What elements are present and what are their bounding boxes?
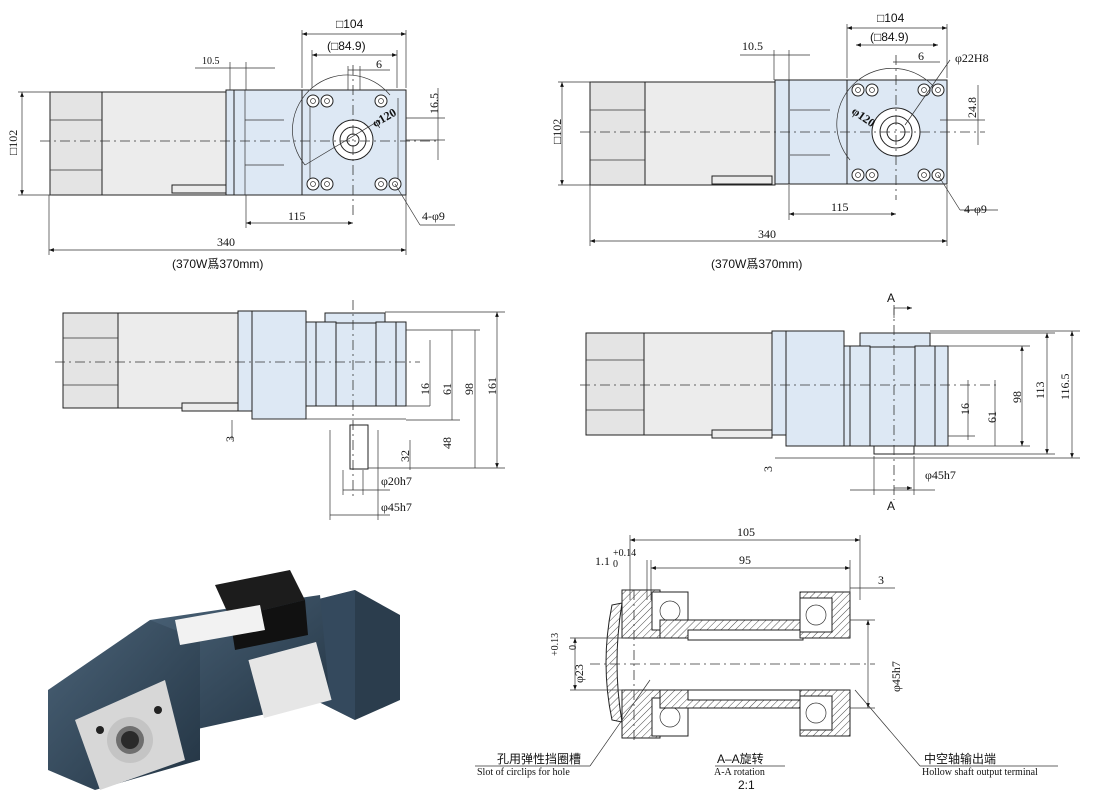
v2-dim-115: 115 bbox=[831, 200, 849, 214]
v1-dim-10-5: 10.5 bbox=[202, 56, 220, 67]
v4-dim-61: 61 bbox=[985, 411, 999, 423]
sec-bore-upper: +0.13 bbox=[550, 633, 561, 656]
v2-square-102: □102 bbox=[550, 119, 564, 144]
sec-groove-upper: +0.14 bbox=[613, 548, 636, 559]
v1-dim-6: 6 bbox=[376, 57, 382, 71]
v3-dim-3: 3 bbox=[223, 436, 237, 442]
sec-dim-95: 95 bbox=[739, 553, 751, 567]
view1-side-front bbox=[18, 30, 455, 255]
section-aa-drawing bbox=[475, 535, 1058, 767]
v4-dim-98: 98 bbox=[1010, 391, 1024, 403]
v1-square-104: □104 bbox=[336, 17, 364, 31]
v3-dim-98: 98 bbox=[462, 383, 476, 395]
sec-dim-105: 105 bbox=[737, 525, 755, 539]
view4-labels: A A 16 61 98 113 116.5 3 φ45h7 bbox=[761, 291, 1072, 513]
sec-label-right-en: Hollow shaft output terminal bbox=[922, 767, 1038, 778]
v2-bore: φ22H8 bbox=[955, 51, 989, 65]
v1-note: (370W爲370mm) bbox=[172, 257, 263, 271]
sec-label-mid-cn: A–A旋转 bbox=[717, 751, 764, 766]
v4-dim-16: 16 bbox=[958, 403, 972, 415]
sec-label-left-en: Slot of circlips for hole bbox=[477, 767, 570, 778]
v2-dim-10-5: 10.5 bbox=[742, 39, 763, 53]
v2-holes: 4-φ9 bbox=[964, 202, 987, 216]
sec-label-mid-en: A-A rotation bbox=[714, 767, 765, 778]
v4-section-a-top: A bbox=[887, 291, 895, 305]
v2-dim-24-8: 24.8 bbox=[965, 97, 979, 118]
sec-bore-base: φ23 bbox=[572, 664, 586, 683]
v3-dim-32: 32 bbox=[398, 450, 412, 462]
sec-flange: φ45h7 bbox=[889, 661, 903, 692]
v4-section-a-bottom: A bbox=[887, 499, 895, 513]
v1-dim-340: 340 bbox=[217, 235, 235, 249]
view3-labels: 16 61 98 161 3 48 32 φ20h7 φ45h7 bbox=[223, 377, 499, 514]
v1-square-102: □102 bbox=[6, 130, 20, 155]
v2-note: (370W爲370mm) bbox=[711, 257, 802, 271]
v3-dim-61: 61 bbox=[440, 383, 454, 395]
sec-groove-lower: 0 bbox=[613, 559, 618, 570]
sec-scale: 2:1 bbox=[738, 778, 755, 792]
v1-square-84-9: (□84.9) bbox=[327, 39, 366, 53]
sec-label-right-cn: 中空轴输出端 bbox=[924, 751, 996, 766]
sec-dim-3: 3 bbox=[878, 573, 884, 587]
view3-top-view bbox=[55, 300, 505, 520]
v2-dim-340: 340 bbox=[758, 227, 776, 241]
view4-section-view bbox=[580, 305, 1080, 500]
v3-flange: φ45h7 bbox=[381, 500, 412, 514]
view2-side-front bbox=[558, 24, 998, 246]
v4-dim-116-5: 116.5 bbox=[1058, 373, 1072, 400]
v3-dim-48: 48 bbox=[440, 437, 454, 449]
v1-dim-16-5: 16.5 bbox=[427, 93, 441, 114]
v2-square-84-9: (□84.9) bbox=[870, 30, 909, 44]
v3-shaft: φ20h7 bbox=[381, 474, 412, 488]
v3-dim-161: 161 bbox=[485, 377, 499, 395]
v2-dim-6: 6 bbox=[918, 49, 924, 63]
v1-dim-115: 115 bbox=[288, 209, 306, 223]
v1-holes: 4-φ9 bbox=[422, 209, 445, 223]
section-aa-labels: 105 95 3 1.1 +0.14 0 φ23 +0.13 0 φ45h7 孔… bbox=[477, 525, 1038, 792]
v4-dim-3: 3 bbox=[761, 466, 775, 472]
v2-square-104: □104 bbox=[877, 11, 905, 25]
v4-dim-113: 113 bbox=[1033, 381, 1047, 399]
sec-groove-base: 1.1 bbox=[595, 554, 610, 568]
v4-flange: φ45h7 bbox=[925, 468, 956, 482]
product-photo bbox=[48, 570, 400, 790]
sec-label-left-cn: 孔用弹性挡圈槽 bbox=[497, 752, 581, 766]
v3-dim-16: 16 bbox=[418, 383, 432, 395]
sec-bore-lower: 0 bbox=[568, 645, 579, 650]
